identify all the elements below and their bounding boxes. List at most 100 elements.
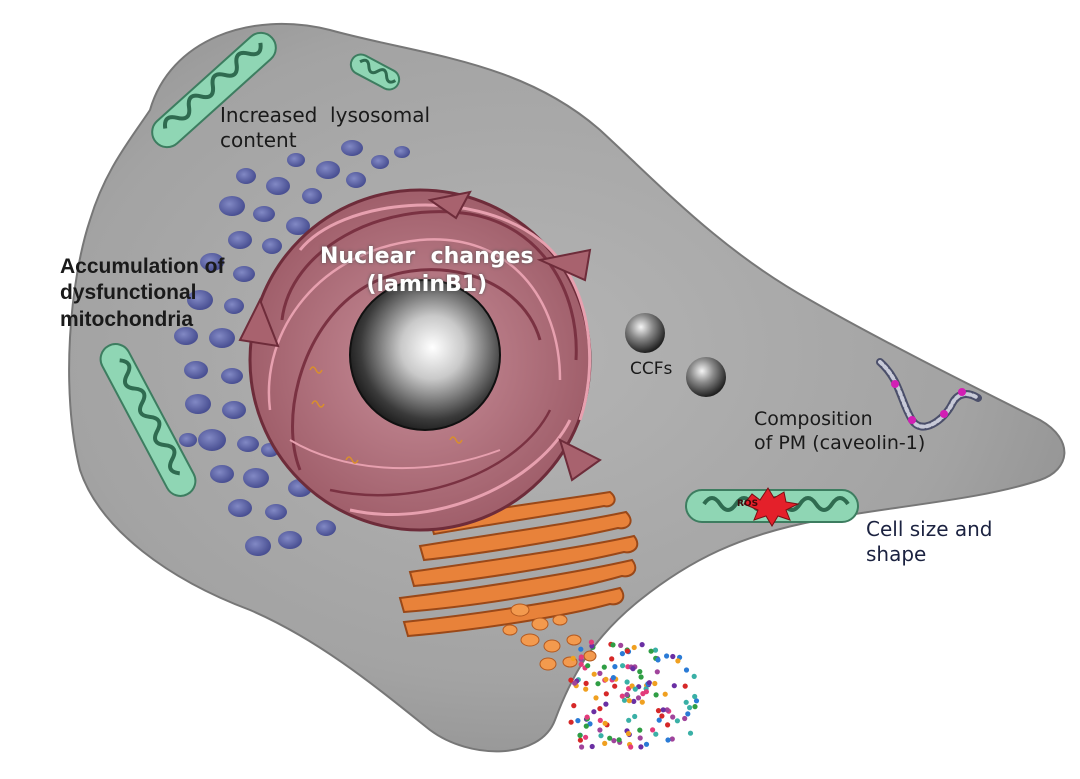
sasp-dot: [607, 735, 613, 741]
sasp-dot: [577, 737, 584, 743]
lysosome-cluster: [174, 140, 410, 556]
sasp-dot: [646, 680, 652, 686]
sasp-dot: [665, 722, 671, 728]
sasp-dot: [577, 732, 583, 739]
sasp-dot: [616, 737, 622, 743]
sasp-dot: [652, 647, 659, 653]
sasp-dot: [597, 717, 603, 724]
sasp-dot: [583, 680, 589, 687]
sasp-dot: [602, 720, 608, 726]
sasp-dot: [687, 705, 693, 711]
sasp-dot: [595, 681, 601, 687]
sasp-dot: [589, 643, 595, 649]
sasp-dot: [626, 698, 632, 704]
sasp-dot: [583, 723, 589, 729]
sasp-dot: [575, 718, 581, 724]
sasp-dot: [655, 657, 661, 663]
sasp-dot: [598, 733, 604, 739]
sasp-dot: [583, 734, 589, 740]
sasp-dot: [602, 740, 608, 747]
sasp-dot: [631, 698, 637, 705]
sasp-dot: [597, 727, 603, 733]
sasp-dot: [637, 735, 643, 741]
sasp-dot: [664, 653, 670, 659]
sasp-dot: [583, 686, 589, 692]
sasp-dot: [588, 639, 595, 645]
sasp-dot: [670, 714, 676, 720]
ccfs-label: CCFs: [630, 359, 673, 379]
sasp-dot: [638, 744, 644, 750]
sasp-dot: [662, 691, 668, 697]
sasp-dot: [603, 691, 609, 697]
mitochondrion-ros: [685, 487, 859, 527]
sasp-dot: [585, 663, 591, 669]
sasp-dot: [683, 699, 689, 705]
sasp-dot: [682, 715, 688, 722]
sasp-dot: [659, 713, 665, 719]
ros-label: ROS: [737, 499, 759, 509]
mitochondrion-top-left: [151, 31, 277, 149]
sasp-dot: [631, 644, 637, 651]
chromatin-marks: [309, 366, 463, 464]
sasp-dot: [597, 706, 603, 712]
sasp-dot: [675, 658, 681, 664]
sasp-dot: [630, 666, 636, 672]
sasp-dot: [624, 679, 630, 685]
sasp-dot: [568, 719, 574, 725]
sasp-dot: [584, 714, 590, 720]
sasp-dot: [692, 704, 698, 710]
sasp-dot: [579, 744, 585, 750]
nucleolus: [349, 279, 501, 431]
sasp-dot: [665, 737, 671, 743]
nucleus: [238, 188, 602, 532]
sasp-dot: [654, 669, 660, 675]
sasp-dot: [639, 642, 645, 648]
ros-burst-icon: [743, 487, 800, 527]
ccf-sphere-2: [686, 357, 726, 397]
sasp-dot: [685, 711, 691, 717]
sasp-dot: [637, 727, 643, 733]
sasp-dot: [612, 664, 618, 670]
sasp-dot: [643, 741, 650, 747]
sasp-dot: [629, 683, 635, 689]
sasp-dot: [578, 646, 584, 652]
sasp-dot: [653, 692, 659, 698]
sasp-dot: [648, 648, 654, 654]
sasp-dot: [597, 670, 603, 677]
sasp-dot: [603, 701, 609, 707]
cell-size-shape-label: Cell size and shape: [866, 517, 993, 566]
sasp-dot: [626, 717, 632, 723]
sasp-dot: [571, 703, 577, 709]
sasp-dot: [682, 683, 688, 689]
lysosome-label: Increased lysosomal content: [220, 103, 431, 152]
sasp-dot: [643, 689, 650, 695]
sasp-dot: [621, 697, 628, 703]
sasp-dot: [593, 695, 599, 701]
sasp-dot: [671, 683, 677, 689]
sasp-dot: [625, 731, 632, 737]
sasp-dot: [632, 713, 638, 720]
sasp-dot: [568, 677, 574, 683]
sasp-dot: [650, 727, 656, 733]
mitochondria-label: Accumulation of dysfunctional mitochondr…: [60, 255, 225, 331]
sasp-dot: [589, 743, 595, 750]
sasp-dot: [639, 699, 645, 705]
sasp-dot: [570, 655, 576, 662]
sasp-dot: [692, 693, 698, 700]
sasp-dot: [578, 661, 584, 667]
sasp-dot: [687, 730, 694, 736]
sasp-dot: [612, 683, 618, 689]
sasp-dot: [603, 676, 609, 683]
sasp-dot: [632, 686, 638, 692]
sasp-dot: [674, 718, 681, 724]
sasp-dot: [656, 717, 662, 723]
sasp-dot: [572, 680, 578, 686]
sasp-dot: [611, 738, 617, 744]
sasp-dot: [619, 693, 625, 699]
sasp-dot: [653, 731, 659, 737]
mitochondrion-top: [349, 53, 401, 91]
sasp-dot: [638, 674, 644, 680]
sasp-dot: [683, 667, 690, 673]
